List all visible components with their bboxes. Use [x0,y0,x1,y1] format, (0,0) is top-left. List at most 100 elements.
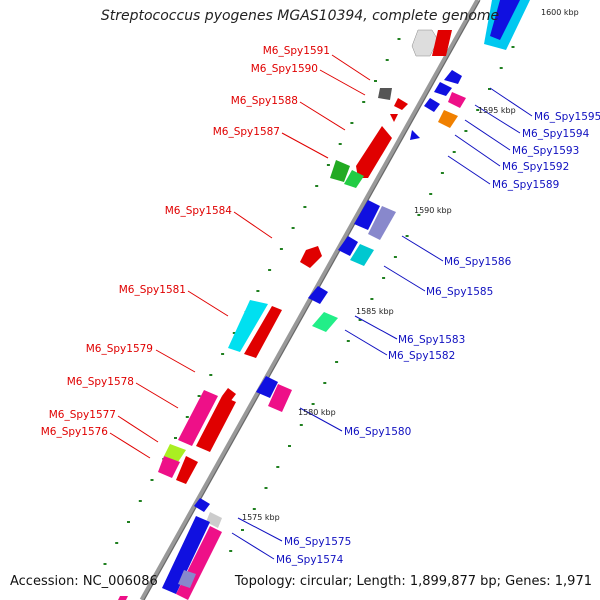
accession-text: Accession: NC_006086 [10,574,158,589]
tick-mark [350,122,354,124]
tick-mark [382,277,386,279]
tick-mark [241,529,244,531]
kbp-tick-label: 1600 kbp [541,8,579,17]
gene-label[interactable]: M6_Spy1589 [492,179,559,191]
gene-label[interactable]: M6_Spy1590 [251,63,318,75]
gene-arrow [394,98,408,110]
forward-genes [118,29,452,600]
gene-label[interactable]: M6_Spy1575 [284,536,351,548]
tick-mark [440,172,444,174]
gene-label[interactable]: M6_Spy1593 [512,145,579,157]
tick-mark [268,269,272,271]
kbp-tick-label: 1575 kbp [242,513,280,522]
gene-block [312,312,338,332]
gene-label[interactable]: M6_Spy1586 [444,256,512,268]
tick-mark [138,500,142,502]
kbp-tick-label: 1580 kbp [298,408,336,417]
kbp-tick-label: 1595 kbp [478,106,516,115]
gene-arrow [338,236,358,256]
tick-mark [476,109,480,111]
tick-mark [335,361,339,363]
gene-label[interactable]: M6_Spy1582 [388,350,455,362]
genome-title: Streptococcus pyogenes MGAS10394, comple… [100,8,500,24]
gene-label[interactable]: M6_Spy1585 [426,286,493,298]
gene-label[interactable]: M6_Spy1595 [534,111,600,123]
gene-arrow [410,130,420,140]
tick-mark [417,214,421,216]
tick-mark [488,88,491,90]
tick-mark [276,466,280,468]
gene-block [350,244,374,266]
gene-block [178,570,196,588]
gene-label[interactable]: M6_Spy1594 [522,128,590,140]
tick-mark [511,46,515,48]
gene-label[interactable]: M6_Spy1579 [86,343,153,355]
tick-mark [358,319,362,321]
tick-marks [103,38,515,565]
gene-label[interactable]: M6_Spy1577 [49,409,116,421]
gene-block [448,92,466,108]
gene-block [411,29,439,57]
gene-label[interactable]: M6_Spy1587 [213,126,280,138]
tick-mark [256,290,260,292]
gene-label[interactable]: M6_Spy1578 [67,376,134,388]
gene-label[interactable]: M6_Spy1591 [263,45,330,57]
tick-mark [464,130,468,132]
reverse-gene-labels: M6_Spy1595 M6_Spy1594 M6_Spy1593 M6_Spy1… [276,111,600,566]
gene-block [176,456,198,484]
tick-mark [499,67,503,69]
gene-block [244,306,282,358]
tick-mark [323,382,327,384]
reverse-genes [162,0,530,600]
gene-block [356,126,392,178]
gene-block [432,30,452,56]
gene-block [162,516,210,594]
gene-block [206,512,222,528]
gene-label[interactable]: M6_Spy1581 [119,284,186,296]
gene-label[interactable]: M6_Spy1588 [231,95,298,107]
gene-arrow [444,70,462,84]
tick-mark [221,353,225,355]
tick-mark [127,521,130,523]
tick-mark [362,101,366,103]
tick-mark [338,143,342,145]
tick-mark [385,59,389,61]
gene-block [158,456,180,478]
gene-block [490,0,520,40]
gene-arrow [300,246,322,268]
gene-label[interactable]: M6_Spy1574 [276,554,344,566]
gene-block [378,88,392,100]
tick-mark [174,437,177,439]
gene-label[interactable]: M6_Spy1580 [344,426,411,438]
kbp-tick-label: 1590 kbp [414,206,452,215]
gene-label[interactable]: M6_Spy1584 [165,205,233,217]
gene-arrow [194,498,210,512]
tick-mark [346,340,350,342]
gene-label[interactable]: M6_Spy1583 [398,334,465,346]
tick-mark [405,235,409,237]
tick-mark [288,445,291,447]
tick-mark [185,416,189,418]
gene-block [164,444,186,462]
tick-mark [279,248,283,250]
tick-mark [393,256,397,258]
gene-block [196,396,236,452]
tick-mark [315,185,319,187]
gene-arrow [390,114,398,122]
tick-mark [115,542,119,544]
tick-mark [103,563,107,565]
gene-block [438,110,458,128]
tick-mark [429,193,433,195]
tick-mark [326,164,330,166]
gene-block [118,596,128,600]
tick-mark [252,508,256,510]
gene-arrow [424,98,440,112]
gene-label[interactable]: M6_Spy1576 [41,426,109,438]
topology-text: Topology: circular; Length: 1,899,877 bp… [234,574,592,589]
gene-label[interactable]: M6_Spy1592 [502,161,569,173]
tick-mark [229,550,233,552]
gene-block [368,206,396,240]
tick-mark [291,227,295,229]
gene-block [228,300,268,352]
